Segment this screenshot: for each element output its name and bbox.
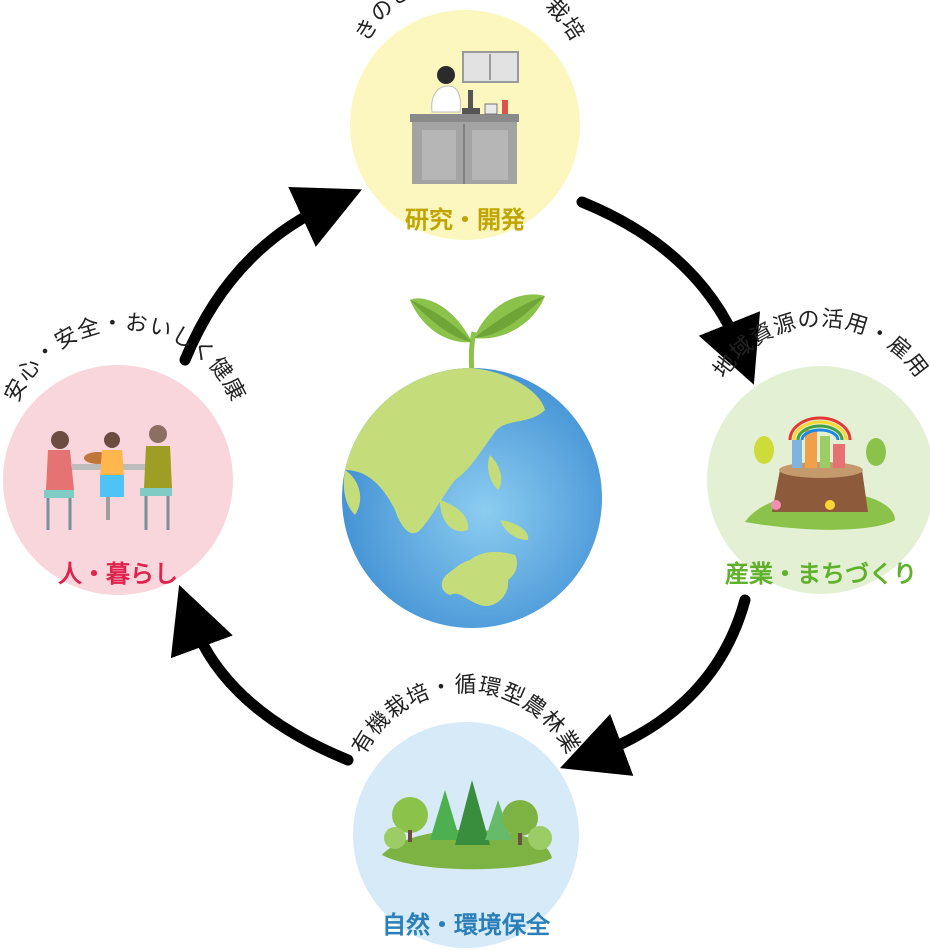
scientist-microscope-icon [410, 51, 519, 184]
node-industry: 地域資源の活用・雇用 産業・まちづくり [707, 307, 930, 594]
cycle-arrows [170, 186, 761, 776]
arrow-industry-to-nature [559, 594, 751, 776]
tree-stump-town-icon [745, 416, 895, 530]
node-research: きのこの品種改良・栽培 研究・開発 [350, 0, 588, 240]
sprout-left-leaf-shade [410, 300, 472, 342]
sprout-stem [468, 331, 477, 373]
arrow-nature-to-life [170, 584, 354, 766]
arrow-life-to-research [179, 186, 362, 366]
family-dining-icon [44, 425, 172, 530]
earth-with-sprout-icon [342, 294, 602, 628]
nature-label: 自然・環境保全 [382, 911, 551, 939]
arrow-research-to-industry [576, 196, 761, 385]
sprout-right-leaf-shade [474, 296, 545, 338]
life-label: 人・暮らし [58, 560, 178, 588]
earth-continents [343, 368, 545, 606]
node-nature: 有機栽培・循環型農林業 自然・環境保全 [348, 673, 583, 948]
node-life: 安心・安全・おいしく健康 人・暮らし [0, 311, 249, 595]
industry-label: 産業・まちづくり [725, 560, 917, 588]
forest-icon [382, 780, 552, 870]
research-label: 研究・開発 [405, 206, 526, 234]
